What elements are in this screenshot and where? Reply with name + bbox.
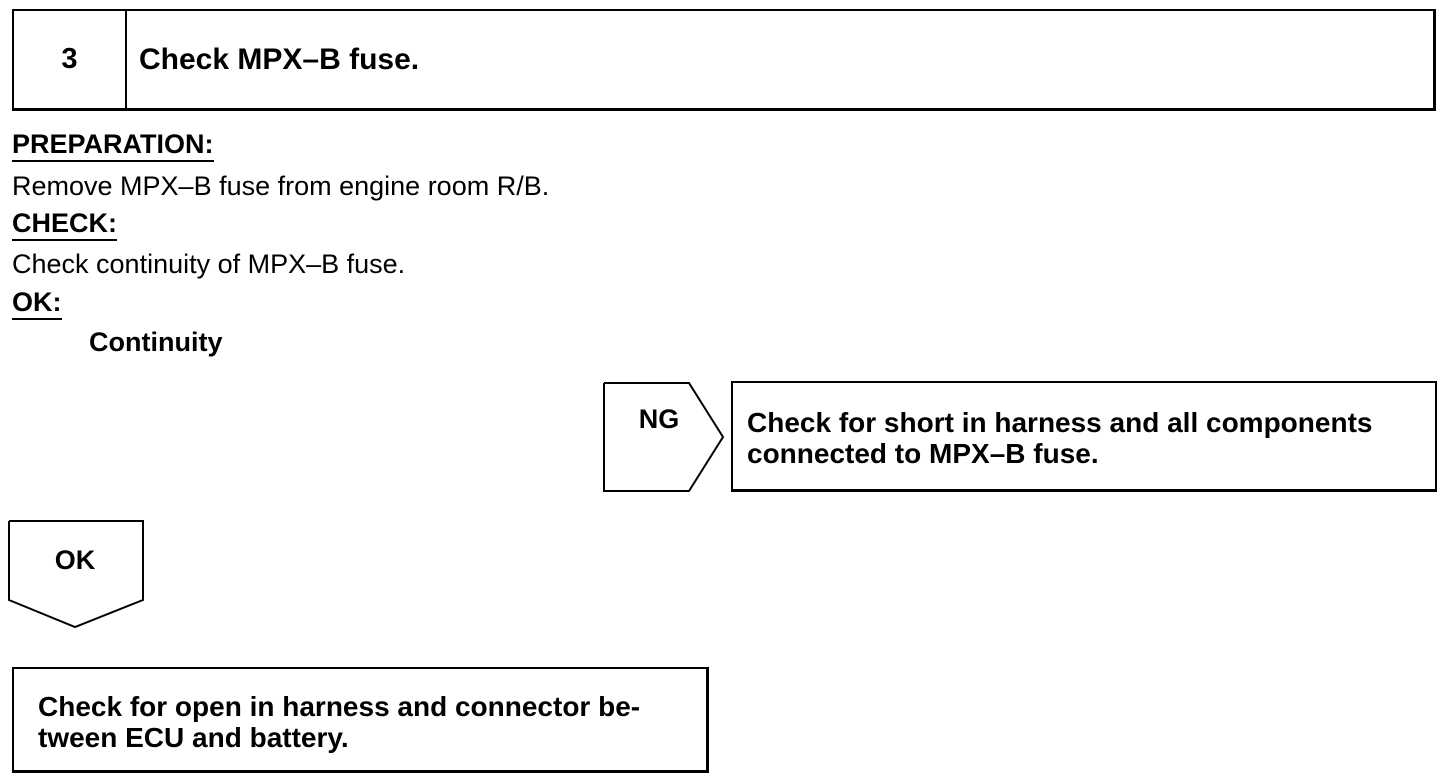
ok-arrow-icon	[8, 520, 144, 629]
ng-action-line-2: connected to MPX–B fuse.	[747, 438, 1099, 469]
step-header: 3 Check MPX–B fuse.	[12, 9, 1436, 111]
check-heading: CHECK:	[12, 207, 117, 241]
preparation-text: Remove MPX–B fuse from engine room R/B.	[12, 171, 550, 201]
check-text: Check continuity of MPX–B fuse.	[12, 249, 406, 279]
ok-action-line-1: Check for open in harness and connector …	[38, 691, 641, 722]
ok-result: Continuity	[89, 327, 223, 357]
ok-action-box: Check for open in harness and connector …	[12, 667, 709, 773]
ng-arrow-icon	[603, 382, 725, 492]
ng-action-line-1: Check for short in harness and all compo…	[747, 407, 1373, 438]
preparation-heading: PREPARATION:	[12, 128, 214, 162]
ng-label: NG	[638, 404, 680, 434]
ok-label: OK	[54, 545, 96, 575]
ok-heading: OK:	[12, 286, 62, 320]
step-title: Check MPX–B fuse.	[139, 42, 420, 76]
ng-action-box: Check for short in harness and all compo…	[731, 381, 1437, 492]
step-number: 3	[14, 11, 127, 108]
ok-action-line-2: tween ECU and battery.	[38, 722, 349, 753]
